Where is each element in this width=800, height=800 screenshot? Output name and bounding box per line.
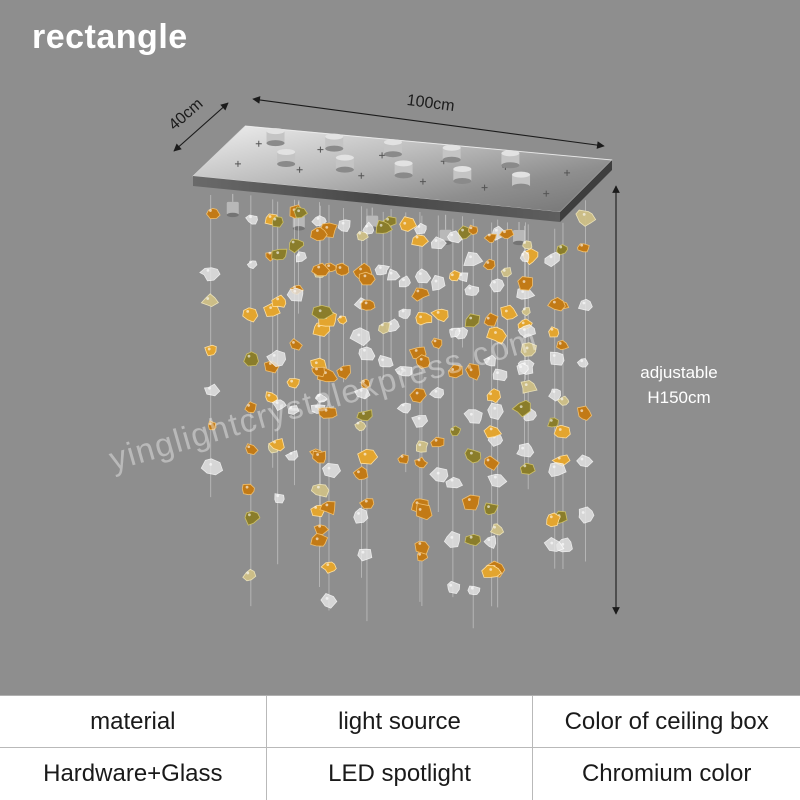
depth-dimension: 40cm [166, 95, 229, 152]
crystal-stones [199, 204, 597, 609]
page-title: rectangle [32, 18, 188, 56]
spec-value-material: Hardware+Glass [0, 748, 267, 800]
width-dimension: 100cm [252, 92, 605, 149]
width-dimension-label: 100cm [406, 92, 456, 115]
spec-header-ceiling-box-color: Color of ceiling box [533, 696, 800, 748]
spec-value-light-source: LED spotlight [266, 748, 534, 800]
height-label-line1: adjustable [640, 363, 718, 382]
spec-table: material light source Color of ceiling b… [0, 695, 800, 800]
spec-header-material: material [0, 696, 267, 748]
height-label-line2: H150cm [647, 388, 711, 407]
height-dimension-label: adjustable H150cm [626, 360, 732, 410]
spec-header-light-source: light source [266, 696, 534, 748]
spec-value-ceiling-box-color: Chromium color [533, 748, 800, 800]
